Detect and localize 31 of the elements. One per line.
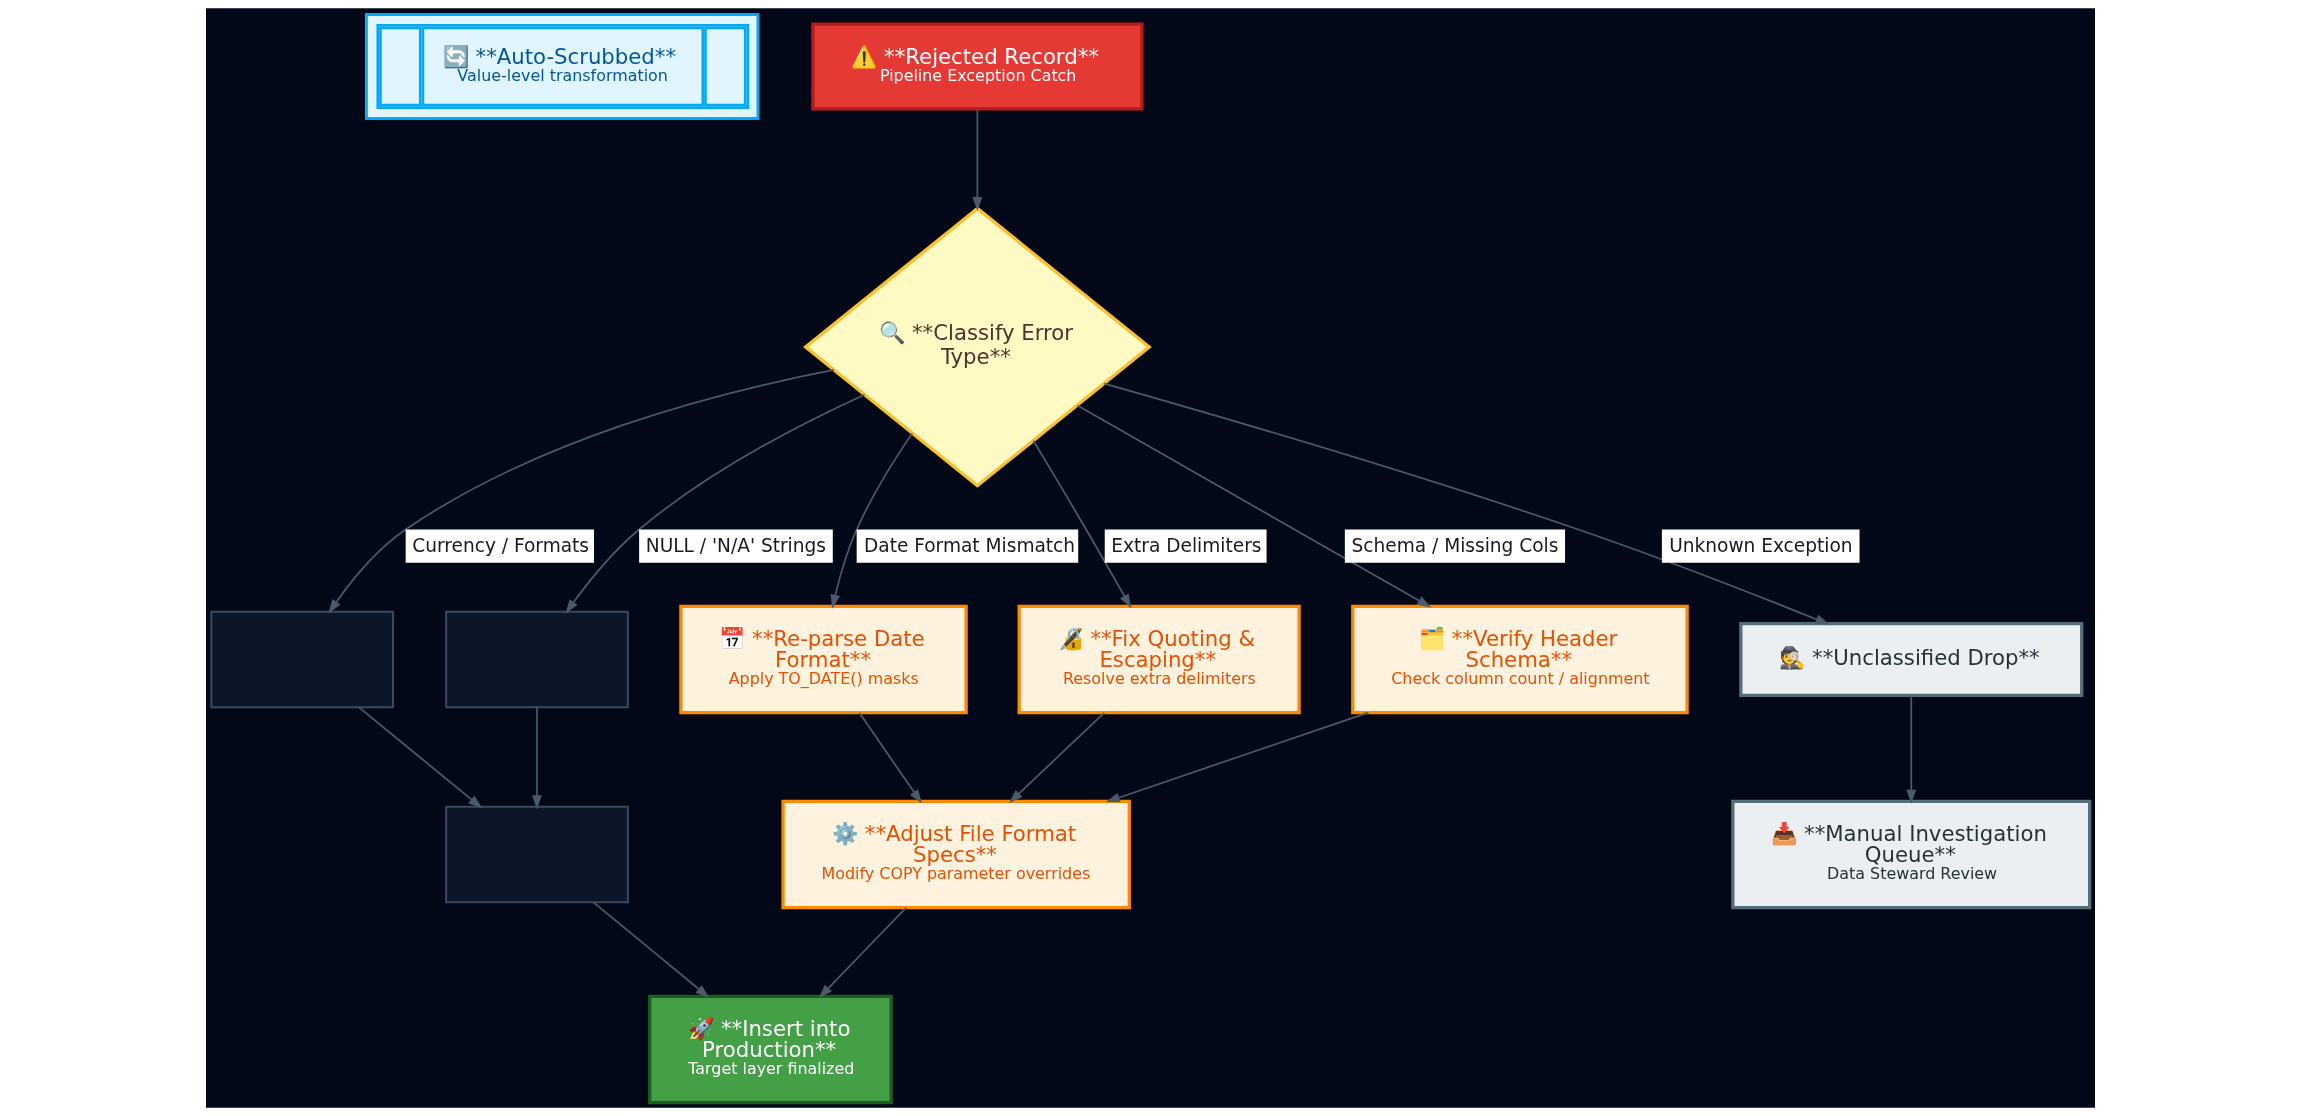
edge-label: Extra Delimiters (1111, 534, 1262, 556)
node-box: ⚠ **Rejected Record** Pipeline Exception Catch (811, 22, 1144, 111)
arrow (1008, 712, 1106, 804)
arrow (972, 108, 983, 212)
edge-label: Date Format Mismatch (863, 534, 1076, 556)
node-box (445, 610, 629, 709)
arrow (1105, 711, 1369, 803)
edge-label: Currency / Formats (412, 534, 590, 556)
arrow (1076, 404, 1432, 608)
arrow (358, 706, 483, 809)
edge-label: Schema / Missing Cols (1351, 534, 1559, 556)
arrow (830, 432, 914, 609)
node-box: 🗂 **Verify Header Schema** Check column count / alignment (1351, 604, 1689, 715)
node-box (210, 610, 395, 709)
edge-label: Unknown Exception (1669, 534, 1853, 556)
node-box: ⚙ **Adjust File Format Specs** Modify COPY parameter overrides (781, 799, 1131, 910)
arrow (565, 393, 866, 614)
arrow (532, 706, 542, 810)
arrow (1032, 439, 1132, 609)
node-box: 📅 **Re-parse Date Format** Apply TO_DATE() masks (679, 604, 968, 715)
node-box: 🔏 **Fix Quoting & Escaping** Resolve extra delimiters (1017, 604, 1301, 715)
node-box: 🚀 **Insert into Production** Target layer finalized (648, 994, 893, 1105)
arrow (858, 712, 922, 804)
arrow (1906, 694, 1917, 804)
edge-label: NULL / 'N/A' Strings (645, 534, 826, 556)
node-box: 🕵 **Unclassified Drop** (1739, 622, 2084, 697)
arrow (818, 907, 907, 999)
node-diamond: 🔍 **Classify Error Type** (802, 206, 1152, 488)
node-box: 📥 **Manual Investigation Queue** Data Steward Review (1731, 799, 2092, 910)
arrow (592, 901, 710, 998)
node-box (445, 805, 629, 904)
